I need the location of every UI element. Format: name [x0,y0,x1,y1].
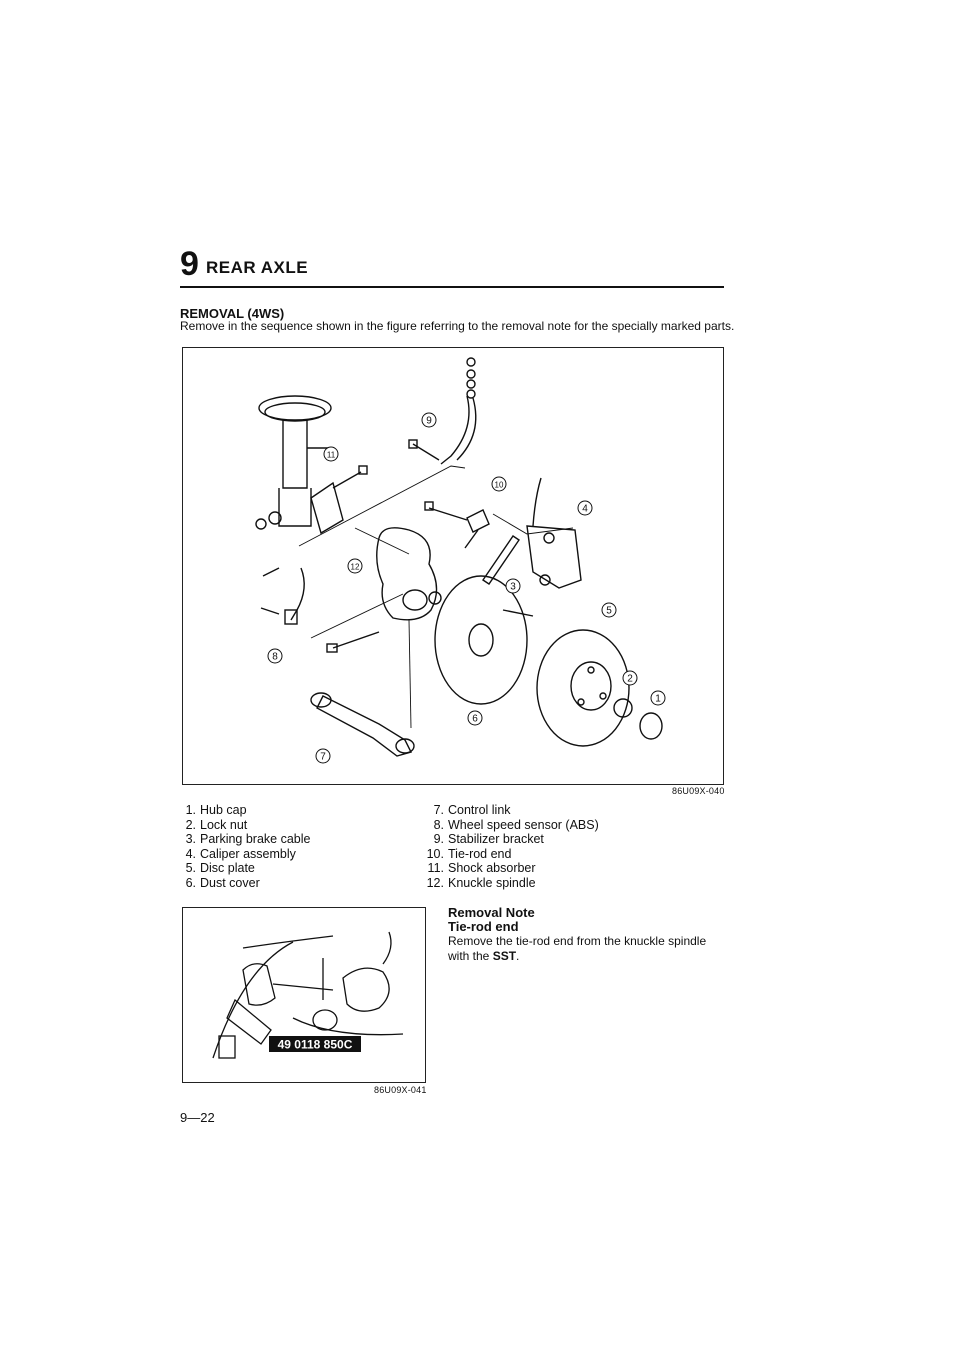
exploded-view-drawing: 1 2 3 4 5 6 7 8 9 10 11 12 [255,357,666,764]
list-item: 10.Tie-rod end [426,846,512,861]
figure-code-2: 86U09X-041 [374,1085,427,1095]
figure-code-1: 86U09X-040 [672,786,725,796]
procedure-intro: Remove in the sequence shown in the figu… [180,319,735,333]
list-item: 1.Hub cap [185,803,247,817]
removal-note-subtitle: Tie-rod end [448,919,519,934]
removal-note-title: Removal Note [448,905,535,920]
sst-tool-figure: 49 0118 850C [182,907,426,1083]
callout-8: 8 [272,652,278,663]
callout-10: 10 [495,481,504,490]
section-number: 9 [180,245,199,283]
list-item: 7.Control link [433,803,511,817]
list-item: 9.Stabilizer bracket [433,832,544,846]
list-item: 5.Disc plate [185,861,255,875]
callout-2: 2 [627,674,633,685]
list-item: 12.Knuckle spindle [426,875,536,890]
list-item: 2.Lock nut [185,817,248,832]
callout-4: 4 [582,504,588,515]
callout-3: 3 [510,582,516,593]
callout-6: 6 [472,714,478,725]
tool-number-label: 49 0118 850C [278,1038,353,1052]
sst-tool-drawing: 49 0118 850C [212,931,404,1059]
callout-9: 9 [426,416,432,427]
list-item: 11.Shock absorber [427,861,536,875]
list-item: 4.Caliper assembly [185,846,296,861]
callout-7: 7 [320,752,326,763]
procedure-heading: REMOVAL (4WS) [180,306,285,321]
list-item: 3.Parking brake cable [185,832,311,846]
exploded-view-figure: 1 2 3 4 5 6 7 8 9 10 11 12 [182,347,724,785]
header-rule [180,286,724,288]
list-item: 6.Dust cover [185,875,260,890]
callout-5: 5 [606,606,612,617]
callout-12: 12 [351,563,360,572]
removal-note-text: Remove the tie-rod end from the knuckle … [448,934,707,963]
section-title: REAR AXLE [206,258,309,277]
callout-1: 1 [655,694,661,705]
list-item: 8.Wheel speed sensor (ABS) [433,817,599,832]
parts-list-left: 1.Hub cap 2.Lock nut 3.Parking brake cab… [172,803,311,890]
parts-list-right: 7.Control link 8.Wheel speed sensor (ABS… [420,803,599,890]
callout-11: 11 [327,451,336,460]
page-number: 9—22 [180,1110,215,1125]
